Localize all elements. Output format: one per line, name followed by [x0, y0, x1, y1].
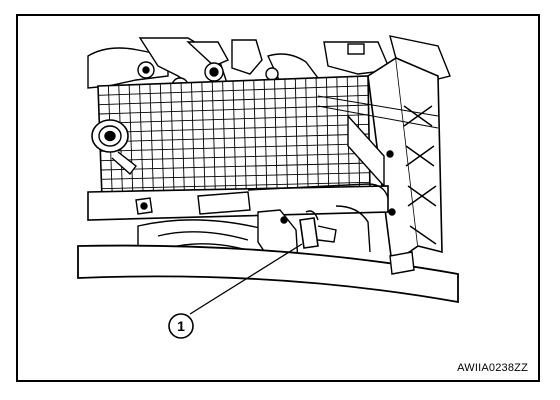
- figure-code: AWIIA0238ZZ: [457, 362, 528, 374]
- radiator-tube-line: [100, 143, 370, 152]
- radiator-tube-line: [101, 181, 370, 190]
- radiator-tube-line: [99, 133, 370, 143]
- bumper-reinforcement: [77, 205, 459, 304]
- callout-1: 1: [168, 313, 194, 339]
- radiator-core: [97, 75, 371, 199]
- horn: [91, 119, 137, 176]
- radiator-tube-line: [100, 152, 370, 162]
- radiator-tube-line: [100, 162, 370, 171]
- radiator-tube-line: [98, 104, 369, 115]
- side-bracket: [317, 56, 443, 266]
- radiator-tube-line: [99, 114, 369, 124]
- figure-frame: 1 AWIIA0238ZZ: [16, 14, 540, 382]
- indicated-component: [299, 210, 337, 249]
- callout-leader: [189, 243, 303, 315]
- radiator-tube-line: [99, 123, 369, 134]
- callout-number: 1: [177, 318, 185, 334]
- radiator-tube-line: [98, 85, 369, 96]
- radiator-assembly-illustration: 1: [77, 35, 459, 339]
- radiator-tube-line: [101, 172, 370, 180]
